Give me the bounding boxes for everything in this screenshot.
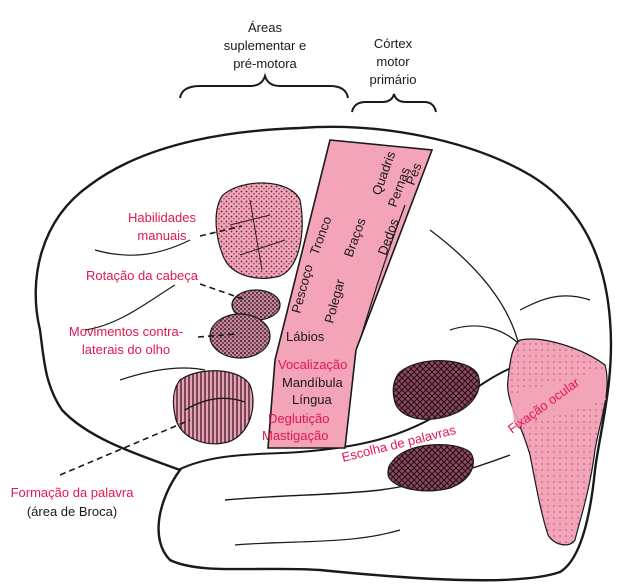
motor-header-line2: motor xyxy=(376,54,410,69)
manual-skills-region xyxy=(216,183,302,278)
label-broca-line2: (área de Broca) xyxy=(27,504,117,519)
premotor-header: Áreas suplementar e pré-motora xyxy=(224,20,306,71)
motor-label-lingua: Língua xyxy=(292,392,333,407)
premotor-header-line2: suplementar e xyxy=(224,38,306,53)
motor-header-line3: primário xyxy=(370,72,417,87)
motor-label-vocalizacao: Vocalização xyxy=(278,357,347,372)
motor-header: Córtex motor primário xyxy=(370,36,417,87)
label-eye-line2: laterais do olho xyxy=(82,342,170,357)
premotor-header-line1: Áreas xyxy=(248,20,282,35)
label-manual-line1: Habilidades xyxy=(128,210,196,225)
motor-bracket xyxy=(352,94,436,112)
label-broca-line1: Formação da palavra xyxy=(11,485,135,500)
label-eye-line1: Movimentos contra- xyxy=(69,324,183,339)
premotor-bracket xyxy=(180,76,348,98)
motor-label-mandibula: Mandíbula xyxy=(282,375,343,390)
motor-label-degluticao: Deglutição xyxy=(268,411,329,426)
motor-label-mastigacao: Mastigação xyxy=(262,428,328,443)
label-manual-line2: manuais xyxy=(137,228,187,243)
label-head-rotation: Rotação da cabeça xyxy=(86,268,199,283)
motor-label-labios: Lábios xyxy=(286,329,325,344)
premotor-header-line3: pré-motora xyxy=(233,56,297,71)
broca-area xyxy=(173,371,253,444)
motor-header-line1: Córtex xyxy=(374,36,413,51)
